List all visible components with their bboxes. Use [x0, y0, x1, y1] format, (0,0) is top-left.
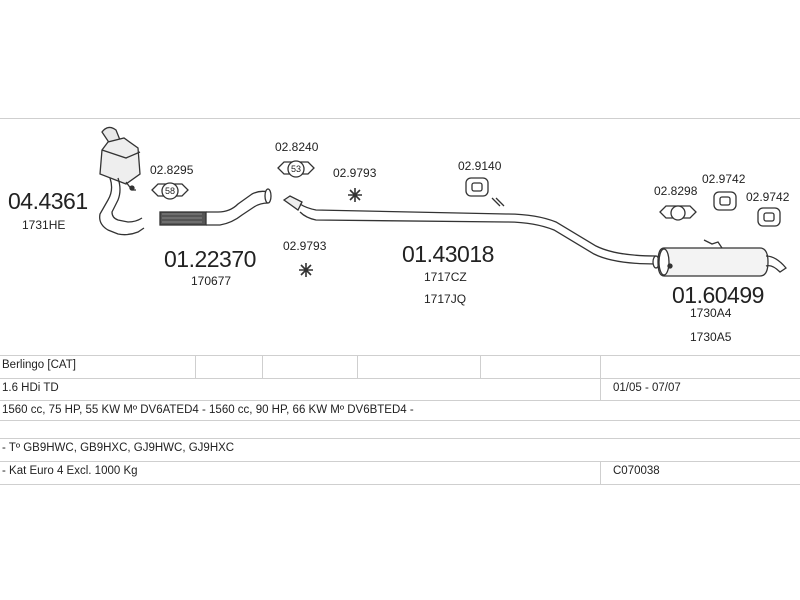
accessory-code: 02.9742	[746, 190, 790, 204]
engine-name: 1.6 HDi TD	[2, 382, 59, 394]
rear-silencer-ref: 1730A4	[690, 306, 732, 320]
accessory-code: 02.9793	[333, 166, 377, 180]
top-border	[0, 118, 800, 119]
engine-specs: 1560 cc, 75 HP, 55 KW Mº DV6ATED4 - 1560…	[2, 404, 414, 416]
mount-9793-b-drawing	[299, 263, 313, 277]
middle-pipe-ref: 1717JQ	[424, 292, 467, 306]
catalyst-ref: 1731HE	[22, 218, 66, 232]
clamp-53-drawing	[277, 160, 315, 178]
front-pipe-drawing	[159, 188, 272, 226]
production-years: 01/05 - 07/07	[613, 382, 681, 394]
middle-pipe-number: 01.43018	[402, 241, 494, 267]
front-pipe-number: 01.22370	[164, 246, 256, 272]
hanger-9140-drawing	[465, 177, 489, 197]
hanger-9742-a-drawing	[713, 191, 737, 211]
vehicle-types: - Tº GB9HWC, GB9HXC, GJ9HWC, GJ9HXC	[2, 442, 235, 454]
accessory-code: 02.9742	[702, 172, 746, 186]
hanger-9742-b-drawing	[757, 207, 781, 227]
clamp-badge: 58	[165, 186, 176, 196]
accessory-code: 02.9793	[283, 239, 327, 253]
model-name: Berlingo [CAT]	[2, 359, 76, 371]
fitment-note: - Kat Euro 4 Excl. 1000 Kg	[2, 465, 138, 477]
clamp-badge: 53	[291, 164, 302, 174]
middle-pipe-ref: 1717CZ	[424, 270, 467, 284]
front-pipe-ref: 170677	[191, 274, 232, 288]
exhaust-drawing	[99, 126, 787, 277]
catalyst-number: 04.4361	[8, 188, 88, 214]
rear-silencer-ref: 1730A5	[690, 330, 732, 344]
catalog-code: C070038	[613, 465, 660, 477]
accessory-code: 02.8298	[654, 184, 698, 198]
clamp-58-drawing	[151, 182, 189, 200]
rear-silencer-number: 01.60499	[672, 282, 764, 308]
accessory-code: 02.8240	[275, 140, 319, 154]
accessory-code: 02.8295	[150, 163, 194, 177]
accessory-code: 02.9140	[458, 159, 502, 173]
rear-silencer-drawing	[657, 239, 787, 277]
mount-9793-a-drawing	[348, 188, 362, 202]
catalyst-drawing	[99, 126, 145, 236]
clamp-8298-drawing	[659, 205, 697, 221]
